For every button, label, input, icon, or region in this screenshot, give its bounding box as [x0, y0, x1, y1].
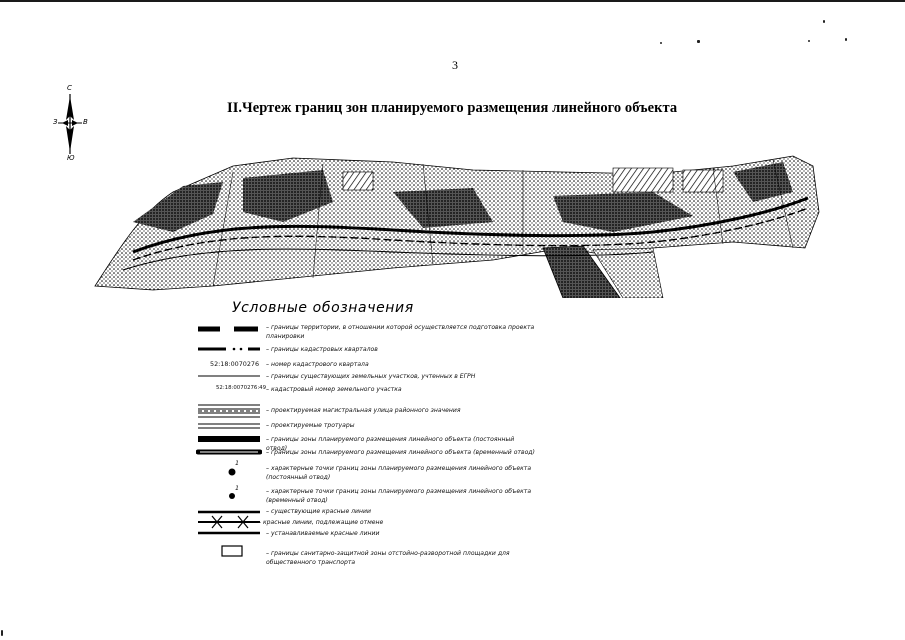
legend-symbol-zone-temporary	[196, 449, 262, 455]
legend-text-point-temporary: – характерные точки границ зоны планируе…	[266, 488, 532, 504]
legend-title: Условные обозначения	[232, 300, 414, 316]
legend-text-parcel-number: – кадастровый номер земельного участка	[266, 386, 402, 393]
legend-code-block-number: 52:18:0070276	[210, 360, 260, 368]
scan-speck	[808, 40, 810, 42]
legend-text-main-street: – проектируемая магистральная улица райо…	[266, 407, 461, 414]
compass-west-label: З	[53, 118, 58, 126]
legend-text-red-lines-existing: – существующие красные линии	[266, 508, 371, 515]
top-border-line	[0, 0, 905, 2]
legend-text-territory-boundary: – границы территории, в отношении которо…	[266, 324, 535, 340]
scan-speck	[823, 20, 825, 23]
scan-speck	[1, 630, 3, 636]
legend-symbol-red-lines-new	[198, 531, 260, 535]
legend-text-block-number: – номер кадастрового квартала	[266, 361, 369, 368]
page-title: II.Чертеж границ зон планируемого размещ…	[227, 100, 678, 116]
legend-text-red-lines-new: – устанавливаемые красные линии	[266, 530, 380, 537]
legend-text-zone-permanent: – границы зоны планируемого размещения л…	[266, 436, 515, 452]
legend-text-sidewalks: – проектируемые тротуары	[266, 422, 355, 429]
legend-symbol-zone-permanent	[198, 436, 260, 442]
legend-text-point-permanent: – характерные точки границ зоны планируе…	[266, 465, 532, 481]
legend-symbol-point-temporary	[229, 493, 235, 499]
legend-text-zone-temporary: – границы зоны планируемого размещения л…	[266, 449, 535, 456]
legend-text-parcel-boundary: – границы существующих земельных участко…	[266, 373, 476, 380]
legend-symbol-point-permanent	[228, 468, 236, 476]
legend-symbol-parcel-boundary	[198, 375, 260, 377]
legend-text-block-boundary: – границы кадастровых кварталов	[266, 346, 378, 353]
planning-map-drawing	[94, 155, 820, 303]
scan-speck	[660, 42, 662, 44]
compass-north-label: С	[67, 84, 72, 92]
page-number: 3	[452, 58, 458, 72]
legend-mark-point-temporary: 1	[235, 484, 240, 492]
legend-mark-point-permanent: 1	[235, 459, 240, 467]
compass-rose: С Ю З В	[50, 82, 90, 166]
legend-symbol-red-lines-existing	[198, 510, 260, 514]
compass-south-label: Ю	[67, 154, 75, 162]
legend-symbol-sidewalks	[198, 423, 260, 429]
scan-speck	[697, 40, 700, 43]
legend-text-red-lines-cancel: – красные линии, подлежащие отмене	[258, 519, 384, 526]
scan-speck	[845, 38, 847, 41]
legend-symbol-sanitary-zone	[221, 545, 243, 557]
planning-map	[93, 152, 823, 303]
legend-symbol-main-street	[198, 404, 260, 418]
legend-symbol-red-lines-cancel	[198, 515, 260, 529]
legend-symbol-block-boundary	[198, 347, 260, 351]
legend-text-sanitary-zone: – границы санитарно-защитной зоны отстой…	[266, 550, 510, 566]
compass-east-label: В	[83, 118, 88, 126]
legend-code-parcel-number: 52:18:0070276:49	[216, 385, 267, 391]
legend-symbol-territory-boundary	[198, 326, 258, 332]
compass-arrow-icon	[58, 94, 82, 154]
